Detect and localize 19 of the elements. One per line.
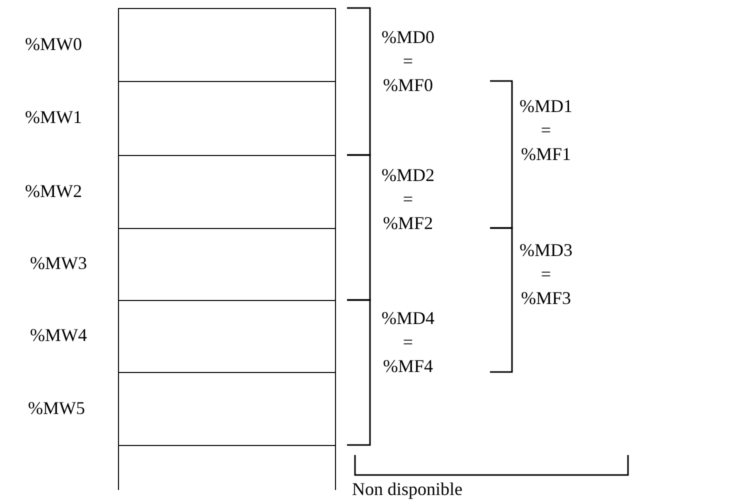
register-label: %MW1 [25, 107, 82, 128]
register-alias-label: %MD0 = %MF0 [380, 26, 436, 97]
register-alias-label: %MD1 = %MF1 [518, 95, 574, 166]
register-label: %MW0 [25, 34, 82, 54]
register-label: %MW5 [28, 398, 85, 418]
table-cell [118, 445, 336, 490]
table-cell [118, 8, 336, 82]
register-alias-label: %MD3 = %MF3 [518, 239, 574, 310]
register-alias-label: %MD4 = %MF4 [380, 307, 436, 378]
table-cell [118, 155, 336, 229]
register-label: %MW3 [30, 253, 87, 274]
table-cell [118, 300, 336, 373]
note: Non disponible [352, 478, 462, 500]
register-alias-label: %MD2 = %MF2 [380, 164, 436, 235]
register-label: %MW4 [30, 325, 87, 346]
table-cell [118, 81, 336, 156]
register-label: %MW2 [25, 180, 82, 202]
table-cell [118, 228, 336, 301]
table-cell [118, 372, 336, 446]
